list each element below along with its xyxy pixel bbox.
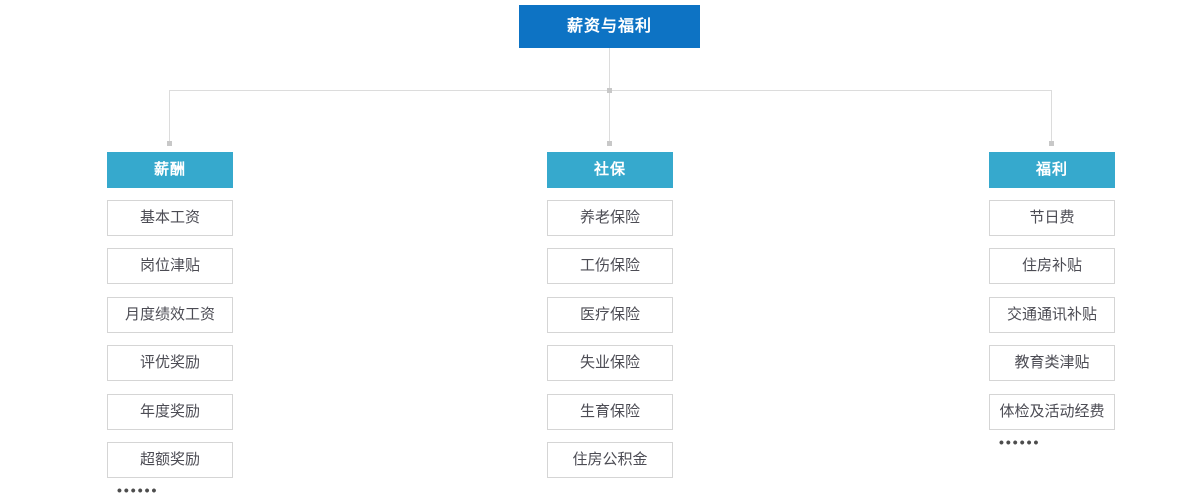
connector-arrow-left	[167, 141, 172, 146]
connector-drop-right	[1051, 90, 1052, 143]
branch-item: 体检及活动经费	[989, 394, 1115, 430]
connector-drop-middle	[609, 91, 610, 143]
connector-junction-mark	[607, 88, 612, 93]
connector-drop-left	[169, 90, 170, 143]
branch-item: 教育类津贴	[989, 345, 1115, 381]
ellipsis-dots-left: ••••••	[117, 482, 159, 498]
branch-item: 生育保险	[547, 394, 673, 430]
branch-header-salary: 薪酬	[107, 152, 233, 188]
branch-item: 失业保险	[547, 345, 673, 381]
branch-item: 医疗保险	[547, 297, 673, 333]
root-node-compensation-benefits: 薪资与福利	[519, 5, 700, 48]
branch-item: 交通通讯补贴	[989, 297, 1115, 333]
branch-item: 评优奖励	[107, 345, 233, 381]
connector-arrow-right	[1049, 141, 1054, 146]
branch-item: 节日费	[989, 200, 1115, 236]
connector-root-stub	[609, 48, 610, 90]
branch-item: 住房补贴	[989, 248, 1115, 284]
connector-arrow-middle	[607, 141, 612, 146]
ellipsis-dots-right: ••••••	[999, 434, 1041, 450]
branch-item: 超额奖励	[107, 442, 233, 478]
branch-item: 基本工资	[107, 200, 233, 236]
branch-item: 住房公积金	[547, 442, 673, 478]
branch-item: 年度奖励	[107, 394, 233, 430]
branch-item: 养老保险	[547, 200, 673, 236]
branch-item: 工伤保险	[547, 248, 673, 284]
branch-item: 月度绩效工资	[107, 297, 233, 333]
branch-header-welfare: 福利	[989, 152, 1115, 188]
branch-header-social-insurance: 社保	[547, 152, 673, 188]
branch-item: 岗位津贴	[107, 248, 233, 284]
